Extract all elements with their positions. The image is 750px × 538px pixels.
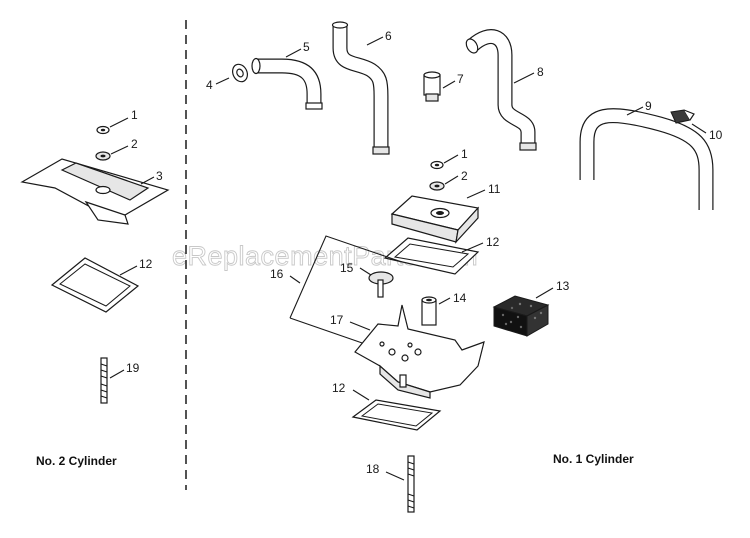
part-5-breather-hose[interactable]: [251, 57, 323, 110]
part-1-nut-right[interactable]: [430, 160, 444, 170]
callout-6: 6: [385, 29, 392, 43]
callout-16: 16: [270, 267, 284, 281]
callout-5: 5: [303, 40, 310, 54]
part-19-stud-left[interactable]: [100, 357, 108, 404]
callout-12-bottom: 12: [332, 381, 346, 395]
part-7-fitting[interactable]: [423, 71, 441, 102]
part-13-filter-element[interactable]: [492, 295, 550, 337]
callout-8: 8: [537, 65, 544, 79]
part-12-gasket-bottom[interactable]: [351, 399, 442, 431]
part-12-gasket-left[interactable]: [50, 257, 140, 313]
callout-19: 19: [126, 361, 140, 375]
callout-17: 17: [330, 313, 344, 327]
callout-12-left: 12: [139, 257, 153, 271]
part-2-washer-left[interactable]: [95, 151, 111, 161]
part-4-hose-clamp[interactable]: [230, 62, 250, 84]
part-1-nut-left[interactable]: [96, 125, 110, 135]
part-18-stud-right[interactable]: [407, 455, 415, 513]
callout-2-left: 2: [131, 137, 138, 151]
callout-15: 15: [340, 261, 354, 275]
part-12-gasket-top[interactable]: [383, 237, 480, 275]
callout-13: 13: [556, 279, 570, 293]
caption-no1-cylinder: No. 1 Cylinder: [553, 452, 634, 466]
callout-1-right: 1: [461, 147, 468, 161]
part-8-breather-hose[interactable]: [464, 29, 537, 151]
part-16-bracket: [289, 235, 403, 346]
callout-14: 14: [453, 291, 467, 305]
callout-18: 18: [366, 462, 380, 476]
callout-10: 10: [709, 128, 723, 142]
part-10-clip[interactable]: [670, 109, 695, 124]
part-15-reed-valve[interactable]: [368, 271, 394, 298]
part-17-breather-body[interactable]: [354, 304, 485, 399]
part-6-breather-hose[interactable]: [331, 21, 390, 155]
callout-2-right: 2: [461, 169, 468, 183]
callout-9: 9: [645, 99, 652, 113]
callout-11: 11: [488, 182, 501, 196]
part-14-spacer[interactable]: [421, 296, 437, 326]
part-2-washer-right[interactable]: [429, 181, 445, 191]
callout-3: 3: [156, 169, 163, 183]
callout-7: 7: [457, 72, 464, 86]
part-3-valve-cover-left[interactable]: [20, 158, 170, 225]
callout-4: 4: [206, 78, 213, 92]
callout-1-left: 1: [131, 108, 138, 122]
caption-no2-cylinder: No. 2 Cylinder: [36, 454, 117, 468]
part-9-u-hose[interactable]: [579, 108, 714, 210]
callout-12-top: 12: [486, 235, 500, 249]
part-11-breather-cover[interactable]: [390, 195, 480, 244]
